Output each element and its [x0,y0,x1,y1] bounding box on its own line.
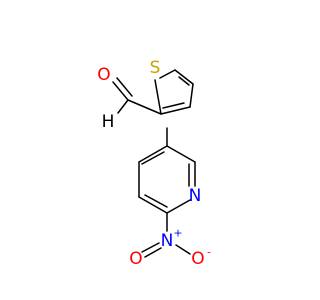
bond-nitro-o-single [175,244,191,255]
atom-label-aldehyde-oxygen: O [97,65,110,85]
atom-label-nitro-oxygen-double: O [129,249,142,269]
bond-cho-o-a [112,81,129,101]
charge-minus-nitro-oxygen: - [207,246,211,259]
atom-label-layer: S O H N N + O O - [97,58,211,269]
atom-label-nitro-nitrogen: N [161,231,174,251]
bond-s-c5 [159,69,176,79]
bond-layer [112,69,196,258]
atom-label-pyridine-nitrogen: N [189,186,202,206]
bond-p6-p1 [166,145,196,163]
bond-cho-o-b [116,77,133,97]
atom-label-aldehyde-hydrogen: H [102,112,115,132]
atom-label-sulfur: S [150,58,161,78]
bond-c2-s [154,79,162,115]
bond-cho-h [117,99,129,114]
bond-c2-cho [127,99,162,115]
bond-c4-c3 [189,83,194,108]
bond-c3-c2-outer [160,106,191,115]
bond-p1-p2 [138,145,168,163]
bond-c5-c4-outer [174,69,194,85]
atom-label-nitro-oxygen-single: O [191,249,204,269]
charge-plus-nitro-nitrogen: + [173,227,182,240]
bond-c5-c4-inner [178,76,190,86]
bond-c3-c2-inner [162,102,185,109]
bond-nitro-o-double-a [141,242,160,253]
bond-p4-n [166,199,191,214]
bond-nitro-o-double-b [144,247,162,258]
bond-p3-p4 [138,196,168,214]
molecule-structure-diagram: S O H N N + O O - [97,58,211,269]
bond-p3-p4-inner [144,194,168,208]
bond-p1-p2-inner [141,151,165,165]
